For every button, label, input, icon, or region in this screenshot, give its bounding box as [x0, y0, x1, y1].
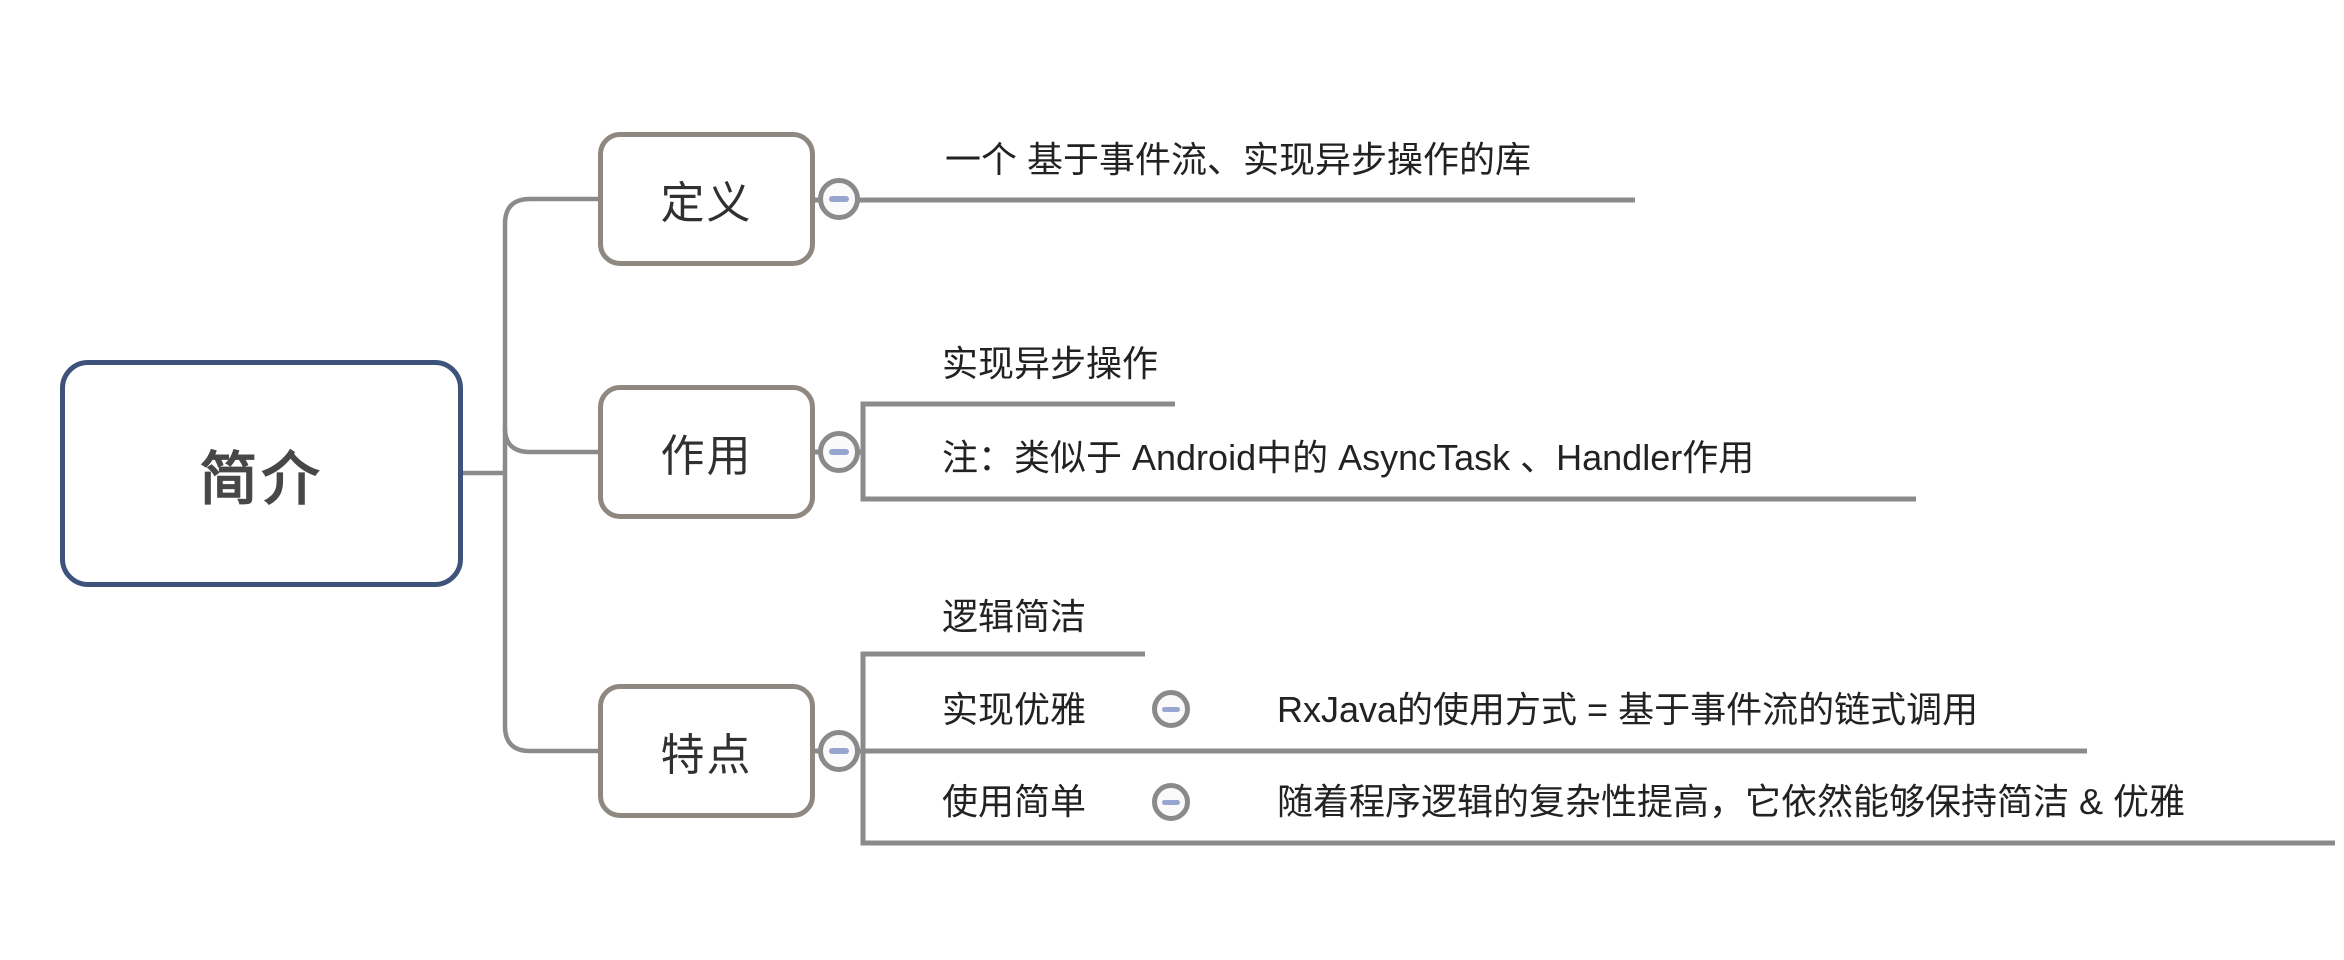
collapse-button-elegant[interactable] [1152, 690, 1190, 728]
connector-branch-middle [502, 427, 598, 455]
collapse-button-function[interactable] [818, 431, 860, 473]
subtopic-easy-to-use[interactable]: 使用简单 [942, 781, 1087, 822]
connector-trunk [502, 196, 598, 754]
subtopic-logic-concise[interactable]: 逻辑简洁 [942, 596, 1087, 637]
collapse-button-features[interactable] [818, 730, 860, 772]
subtopic-rxjava-usage[interactable]: RxJava的使用方式 = 基于事件流的链式调用 [1277, 689, 1979, 730]
topic-definition[interactable]: 定义 [598, 132, 815, 266]
subtopic-note-asynctask[interactable]: 注：类似于 Android中的 AsyncTask 、Handler作用 [942, 437, 1755, 478]
topic-features[interactable]: 特点 [598, 684, 815, 818]
minus-icon [829, 196, 849, 202]
subtopic-keep-concise-elegant[interactable]: 随着程序逻辑的复杂性提高，它依然能够保持简洁 & 优雅 [1277, 781, 2186, 822]
minus-icon [829, 748, 849, 754]
subtopic-async-operation[interactable]: 实现异步操作 [942, 343, 1159, 384]
subtopic-elegant-implementation[interactable]: 实现优雅 [942, 689, 1087, 730]
topic-function[interactable]: 作用 [598, 385, 815, 519]
subtopic-definition-text[interactable]: 一个 基于事件流、实现异步操作的库 [945, 139, 1532, 180]
collapse-button-definition[interactable] [818, 178, 860, 220]
lines-zuoyong-children [860, 401, 1916, 502]
minus-icon [1162, 706, 1180, 712]
root-topic[interactable]: 简介 [60, 360, 463, 587]
collapse-button-easy[interactable] [1152, 783, 1190, 821]
minus-icon [1162, 799, 1180, 805]
minus-icon [829, 449, 849, 455]
